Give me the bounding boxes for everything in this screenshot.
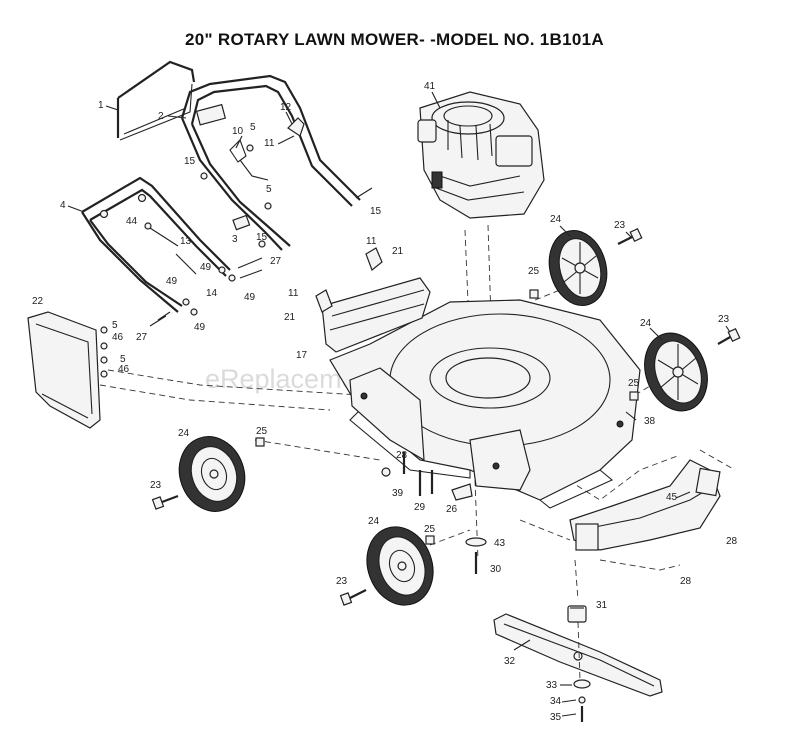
callout: 49 [244, 292, 256, 303]
callout: 27 [136, 332, 148, 343]
callout: 21 [284, 312, 296, 323]
callout: 49 [166, 276, 178, 287]
callout: 2 [158, 111, 164, 122]
callout: 15 [370, 206, 382, 217]
deck-fasteners [381, 452, 487, 574]
callout: 38 [644, 416, 656, 427]
upper-handle-bracket [116, 60, 196, 141]
callout: 23 [614, 220, 626, 231]
wheel-rear-left [178, 436, 246, 512]
upper-small-fasteners [200, 135, 373, 248]
engine [417, 91, 545, 219]
callout: 28 [396, 450, 408, 461]
wheel-front-right [644, 332, 708, 412]
callout: 24 [640, 318, 652, 329]
callout-labels: 1 2 10 5 12 11 15 5 15 4 44 13 3 15 27 4… [32, 81, 738, 723]
callout: 49 [194, 322, 206, 333]
callout: 45 [666, 492, 678, 503]
callout: 15 [256, 232, 268, 243]
callout: 44 [126, 216, 138, 227]
callout: 25 [528, 266, 540, 277]
callout: 15 [184, 156, 196, 167]
wheel-front-left [366, 526, 434, 606]
callout: 23 [150, 480, 162, 491]
mower-deck [329, 299, 641, 509]
handle-hardware [99, 193, 263, 327]
wheel-rear-right [548, 230, 608, 306]
callout: 29 [414, 502, 426, 513]
callout: 35 [550, 712, 562, 723]
callout: 5 [266, 184, 272, 195]
callout: 4 [60, 200, 66, 211]
callout: 23 [718, 314, 730, 325]
callout: 26 [446, 504, 458, 515]
callout: 49 [200, 262, 212, 273]
wheel-hardware [151, 227, 741, 606]
callout: 46 [118, 364, 130, 375]
lower-handle [81, 176, 231, 313]
callout: 34 [550, 696, 562, 707]
callout: 11 [288, 288, 299, 299]
callout-leaders [67, 91, 731, 717]
callout: 24 [368, 516, 380, 527]
callout: 25 [424, 524, 436, 535]
callout: 28 [726, 536, 738, 547]
cable-clip [229, 139, 269, 181]
blade-assembly [493, 605, 663, 722]
rear-shield [315, 247, 431, 353]
callout: 5 [120, 354, 126, 365]
callout: 14 [206, 288, 218, 299]
callout: 24 [550, 214, 562, 225]
discharge-chute [569, 459, 721, 551]
callout: 30 [490, 564, 502, 575]
assembly-guide-lines [99, 224, 736, 601]
callout: 23 [336, 576, 348, 587]
callout: 3 [232, 234, 238, 245]
grass-deflector [27, 311, 108, 429]
callout: 31 [596, 600, 608, 611]
callout: 21 [392, 246, 404, 257]
callout: 11 [264, 138, 275, 149]
callout: 13 [180, 236, 192, 247]
callout: 12 [280, 102, 292, 113]
callout: 17 [296, 350, 308, 361]
callout: 28 [680, 576, 692, 587]
callout: 5 [112, 320, 118, 331]
callout: 25 [628, 378, 640, 389]
diagram-title: 20" ROTARY LAWN MOWER- -MODEL NO. 1B101A [185, 30, 604, 49]
callout: 1 [98, 100, 104, 111]
callout: 39 [392, 488, 404, 499]
callout: 33 [546, 680, 558, 691]
callout: 11 [366, 236, 377, 247]
callout: 32 [504, 656, 516, 667]
callout: 41 [424, 81, 436, 92]
callout: 22 [32, 296, 44, 307]
control-lever [287, 117, 305, 137]
callout: 27 [270, 256, 282, 267]
callout: 5 [250, 122, 256, 133]
callout: 43 [494, 538, 506, 549]
callout: 25 [256, 426, 268, 437]
upper-handle [180, 74, 361, 251]
callout: 24 [178, 428, 190, 439]
callout: 46 [112, 332, 124, 343]
callout: 10 [232, 126, 244, 137]
